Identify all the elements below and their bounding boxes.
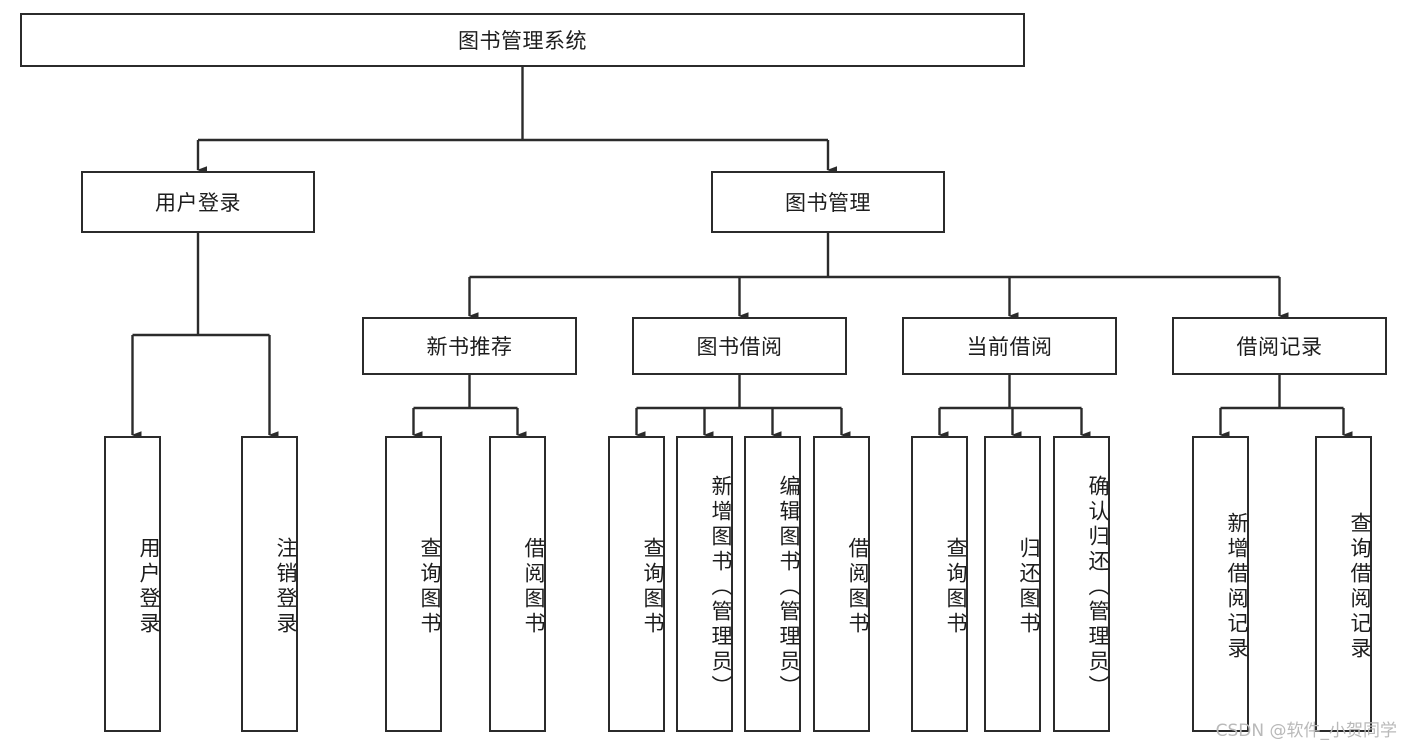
node-label: 查询借阅记录 — [1348, 512, 1372, 662]
node-borrow-record[interactable]: 借阅记录 — [1172, 317, 1387, 375]
node-label: 编辑图书（管理员） — [777, 474, 801, 700]
node-borrow-book-rec[interactable]: 借阅图书 — [489, 436, 546, 732]
node-book-borrow[interactable]: 图书借阅 — [632, 317, 847, 375]
node-label: 查询图书 — [944, 537, 968, 637]
edge-paths — [131, 67, 1353, 439]
node-label: 新书推荐 — [426, 335, 513, 359]
node-user-login-leaf[interactable]: 用户登录 — [104, 436, 161, 732]
node-label: 确认归还（管理员） — [1086, 474, 1110, 700]
node-label: 图书管理 — [785, 191, 871, 215]
node-label: 用户登录 — [137, 537, 161, 637]
node-logout-leaf[interactable]: 注销登录 — [241, 436, 298, 732]
node-user-login[interactable]: 用户登录 — [81, 171, 315, 233]
node-label: 注销登录 — [274, 537, 298, 637]
node-root[interactable]: 图书管理系统 — [20, 13, 1025, 67]
node-new-book-rec[interactable]: 新书推荐 — [362, 317, 577, 375]
node-label: 借阅记录 — [1236, 335, 1323, 359]
node-confirm-return-admin[interactable]: 确认归还（管理员） — [1053, 436, 1110, 732]
node-label: 借阅图书 — [846, 537, 870, 637]
node-add-borrow-record[interactable]: 新增借阅记录 — [1192, 436, 1249, 732]
node-borrow-book-borrow[interactable]: 借阅图书 — [813, 436, 870, 732]
node-label: 新增借阅记录 — [1225, 512, 1249, 662]
node-add-book-admin[interactable]: 新增图书（管理员） — [676, 436, 733, 732]
node-book-manage[interactable]: 图书管理 — [711, 171, 945, 233]
node-label: 归还图书 — [1017, 537, 1041, 637]
node-query-book-rec[interactable]: 查询图书 — [385, 436, 442, 732]
node-label: 查询图书 — [418, 537, 442, 637]
node-label: 用户登录 — [155, 191, 241, 215]
node-label: 图书借阅 — [696, 335, 783, 359]
node-query-borrow-record[interactable]: 查询借阅记录 — [1315, 436, 1372, 732]
node-return-book[interactable]: 归还图书 — [984, 436, 1041, 732]
node-label: 当前借阅 — [966, 335, 1053, 359]
node-label: 借阅图书 — [522, 537, 546, 637]
node-current-borrow[interactable]: 当前借阅 — [902, 317, 1117, 375]
node-query-book-borrow[interactable]: 查询图书 — [608, 436, 665, 732]
node-edit-book-admin[interactable]: 编辑图书（管理员） — [744, 436, 801, 732]
node-label: 图书管理系统 — [458, 29, 587, 53]
node-query-book-current[interactable]: 查询图书 — [911, 436, 968, 732]
node-label: 查询图书 — [641, 537, 665, 637]
node-label: 新增图书（管理员） — [709, 474, 733, 700]
